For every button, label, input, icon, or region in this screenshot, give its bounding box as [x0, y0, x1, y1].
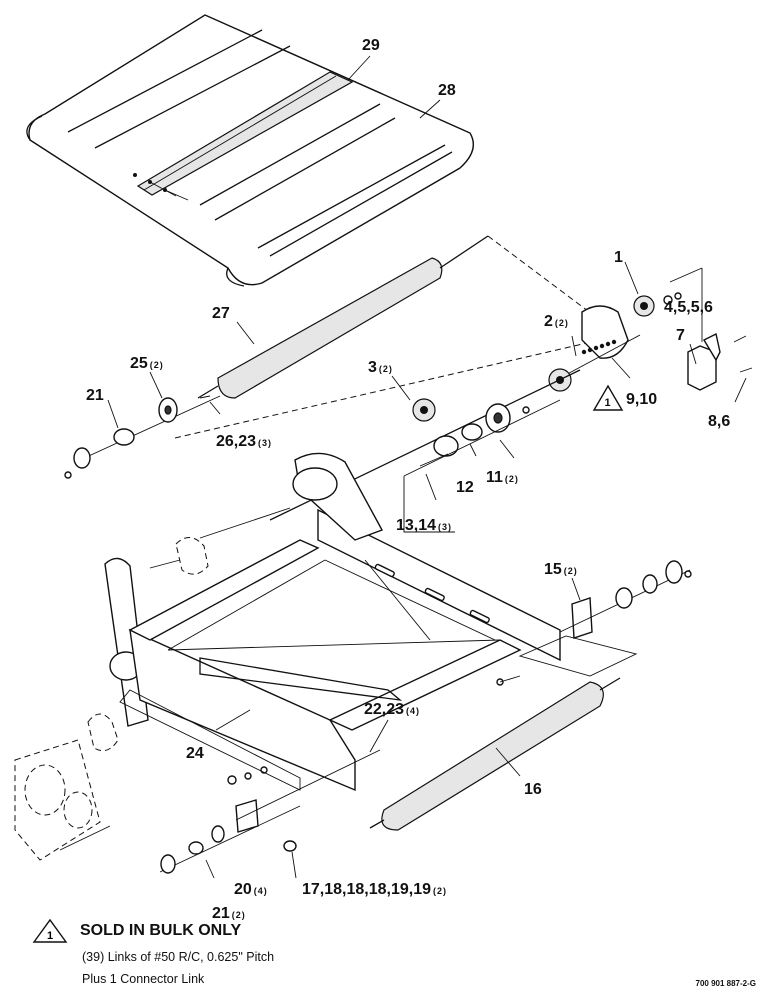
bulk-marker-triangle: 1 — [592, 384, 624, 411]
left-shaft-parts — [64, 395, 221, 479]
part-number: 4,5,5,6 — [664, 299, 713, 316]
part-label-25: 25(2) — [130, 355, 164, 372]
part-number: 17,18,18,18,19,19 — [302, 881, 431, 898]
part-quantity: (4) — [254, 886, 268, 896]
part-number: 13,14 — [396, 517, 436, 534]
part-quantity: (2) — [150, 360, 164, 370]
part-number: 7 — [676, 327, 685, 344]
part-label-26: 26,23(3) — [216, 433, 272, 450]
roller-27 — [174, 235, 601, 439]
lower-left-hardware — [119, 689, 381, 874]
part-number: 2 — [544, 313, 553, 330]
part-quantity: (2) — [555, 318, 569, 328]
part-number: 16 — [524, 781, 542, 798]
part-quantity: (2) — [232, 910, 246, 920]
center-shaft-parts — [269, 369, 581, 533]
part-label-13: 13,14(3) — [396, 517, 452, 534]
chain — [581, 339, 617, 355]
part-label-24: 24 — [186, 745, 204, 762]
leader-lines — [107, 55, 747, 879]
part-label-8: 8,6 — [708, 413, 730, 430]
part-number: 21 — [212, 905, 230, 922]
part-quantity: (3) — [258, 438, 272, 448]
part-label-16: 16 — [524, 781, 542, 798]
part-label-7: 7 — [676, 327, 685, 344]
part-label-3: 3(2) — [368, 359, 393, 376]
belt-assembly — [26, 14, 474, 287]
footnote-line-1: (39) Links of #50 R/C, 0.625" Pitch — [82, 950, 275, 964]
gearbox-phantom — [14, 507, 291, 861]
part-number: 29 — [362, 37, 380, 54]
part-label-4: 4,5,5,6 — [664, 299, 713, 316]
footnote-line-2: Plus 1 Connector Link — [82, 972, 205, 986]
part-number: 20 — [234, 881, 252, 898]
part-label-11: 11(2) — [486, 469, 519, 486]
part-label-27: 27 — [212, 305, 230, 322]
part-label-21a: 21 — [86, 387, 104, 404]
part-quantity: (2) — [379, 364, 393, 374]
roller-16 — [369, 635, 638, 831]
main-frame-24 — [104, 452, 561, 792]
part-label-21b: 21(2) — [212, 905, 246, 922]
part-number: 8,6 — [708, 413, 730, 430]
part-number: 24 — [186, 745, 204, 762]
part-quantity: (2) — [564, 566, 578, 576]
footnote-title: SOLD IN BULK ONLY — [80, 922, 242, 939]
part-quantity: (4) — [406, 706, 420, 716]
part-number: 11 — [486, 469, 503, 486]
part-quantity: (3) — [438, 522, 452, 532]
part-label-22: 22,23(4) — [364, 701, 420, 718]
svg-text:1: 1 — [604, 397, 611, 409]
part-number: 9,10 — [626, 391, 657, 408]
svg-text:1: 1 — [47, 930, 53, 942]
part-label-15: 15(2) — [544, 561, 578, 578]
part-label-9: 9,10 — [626, 391, 657, 408]
part-number: 22,23 — [364, 701, 404, 718]
part-label-17: 17,18,18,18,19,19(2) — [302, 881, 447, 898]
part-label-2: 2(2) — [544, 313, 569, 330]
part-number: 3 — [368, 359, 377, 376]
part-number: 27 — [212, 305, 230, 322]
part-label-12: 12 — [456, 479, 474, 496]
part-number: 1 — [614, 249, 623, 266]
footnote-triangle-icon: 1 — [32, 918, 68, 943]
part-number: 26,23 — [216, 433, 256, 450]
part-quantity: (2) — [433, 886, 447, 896]
right-shaft-parts — [496, 560, 692, 686]
part-number: 25 — [130, 355, 148, 372]
drive-parts — [548, 267, 753, 392]
part-label-20: 20(4) — [234, 881, 268, 898]
drawing-code: 700 901 887-2-G — [695, 979, 757, 988]
part-quantity: (2) — [505, 474, 519, 484]
part-label-28: 28 — [438, 82, 456, 99]
part-label-29: 29 — [362, 37, 380, 54]
part-number: 28 — [438, 82, 456, 99]
part-label-1: 1 — [614, 249, 623, 266]
part-number: 21 — [86, 387, 104, 404]
part-number: 15 — [544, 561, 562, 578]
hinge-screws — [133, 173, 189, 201]
part-number: 12 — [456, 479, 474, 496]
